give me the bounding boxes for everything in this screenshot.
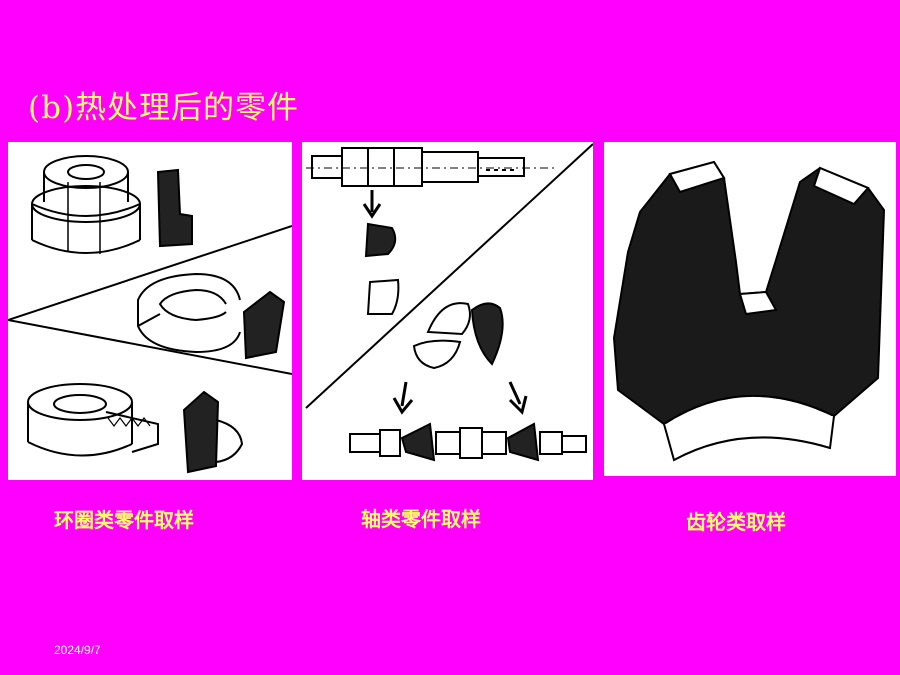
divider-line-top — [8, 225, 292, 321]
slide-date: 2024/9/7 — [54, 643, 101, 657]
threaded-ring-sample-piece — [182, 390, 244, 474]
divider-line-diagonal — [305, 143, 593, 409]
divider-line-bottom — [8, 319, 292, 375]
cam-sample-piece — [470, 302, 504, 366]
shaft-sampling-drawing — [305, 143, 593, 462]
gear-sample-illustration — [604, 142, 896, 476]
half-disc-piece-2 — [412, 339, 462, 370]
stepped-shaft-drawing — [306, 147, 554, 187]
ring-sampling-drawing — [8, 155, 292, 474]
ring-sample-piece — [156, 168, 193, 248]
gear-sampling-drawing — [612, 160, 886, 462]
threaded-ring-drawing — [27, 383, 159, 457]
gear-parts-caption: 齿轮类取样 — [686, 510, 786, 534]
shaft-parts-illustration — [302, 142, 593, 480]
half-disc-piece — [426, 302, 471, 336]
stepped-ring-drawing — [31, 155, 141, 254]
arrow-down-right-icon — [508, 381, 528, 415]
arrow-down-icon — [362, 190, 382, 219]
split-ring-drawing — [137, 272, 241, 354]
slide-title: (b)热处理后的零件 — [28, 90, 300, 126]
split-ring-sample-piece — [242, 290, 286, 360]
shaft-parts-caption: 轴类零件取样 — [361, 507, 481, 531]
shaft-sample-piece-2 — [366, 278, 400, 315]
shaft-sample-piece-1 — [364, 222, 397, 258]
camshaft-drawing — [349, 422, 587, 462]
arrow-down-left-icon — [392, 381, 414, 415]
ring-parts-caption: 环圈类零件取样 — [54, 508, 194, 532]
ring-parts-illustration — [8, 142, 292, 480]
